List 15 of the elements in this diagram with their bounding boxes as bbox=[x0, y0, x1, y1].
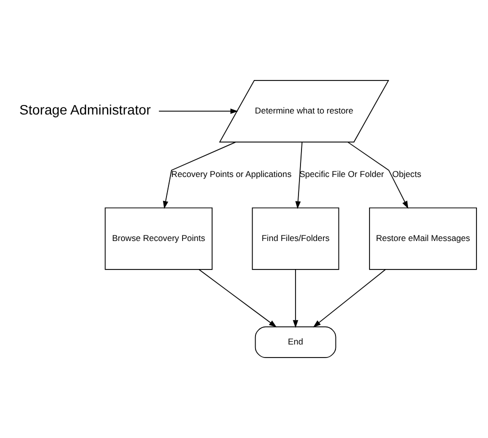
node-text: Storage Administrator bbox=[19, 102, 151, 118]
edge-label: Objects bbox=[392, 169, 422, 180]
arrow bbox=[295, 142, 302, 210]
arrow bbox=[162, 142, 236, 209]
arrow bbox=[348, 142, 408, 209]
arrow bbox=[313, 269, 386, 328]
arrow bbox=[198, 269, 277, 328]
node-box: End bbox=[254, 326, 336, 358]
node-box: Find Files/Folders bbox=[252, 207, 340, 270]
node-box: Restore eMail Messages bbox=[369, 207, 477, 270]
arrow bbox=[158, 108, 238, 114]
edge-label: Specific File Or Folder bbox=[299, 169, 384, 180]
arrow bbox=[292, 269, 298, 328]
edge-label: Recovery Points or Applications bbox=[171, 169, 292, 180]
node-box: Browse Recovery Points bbox=[104, 207, 213, 270]
